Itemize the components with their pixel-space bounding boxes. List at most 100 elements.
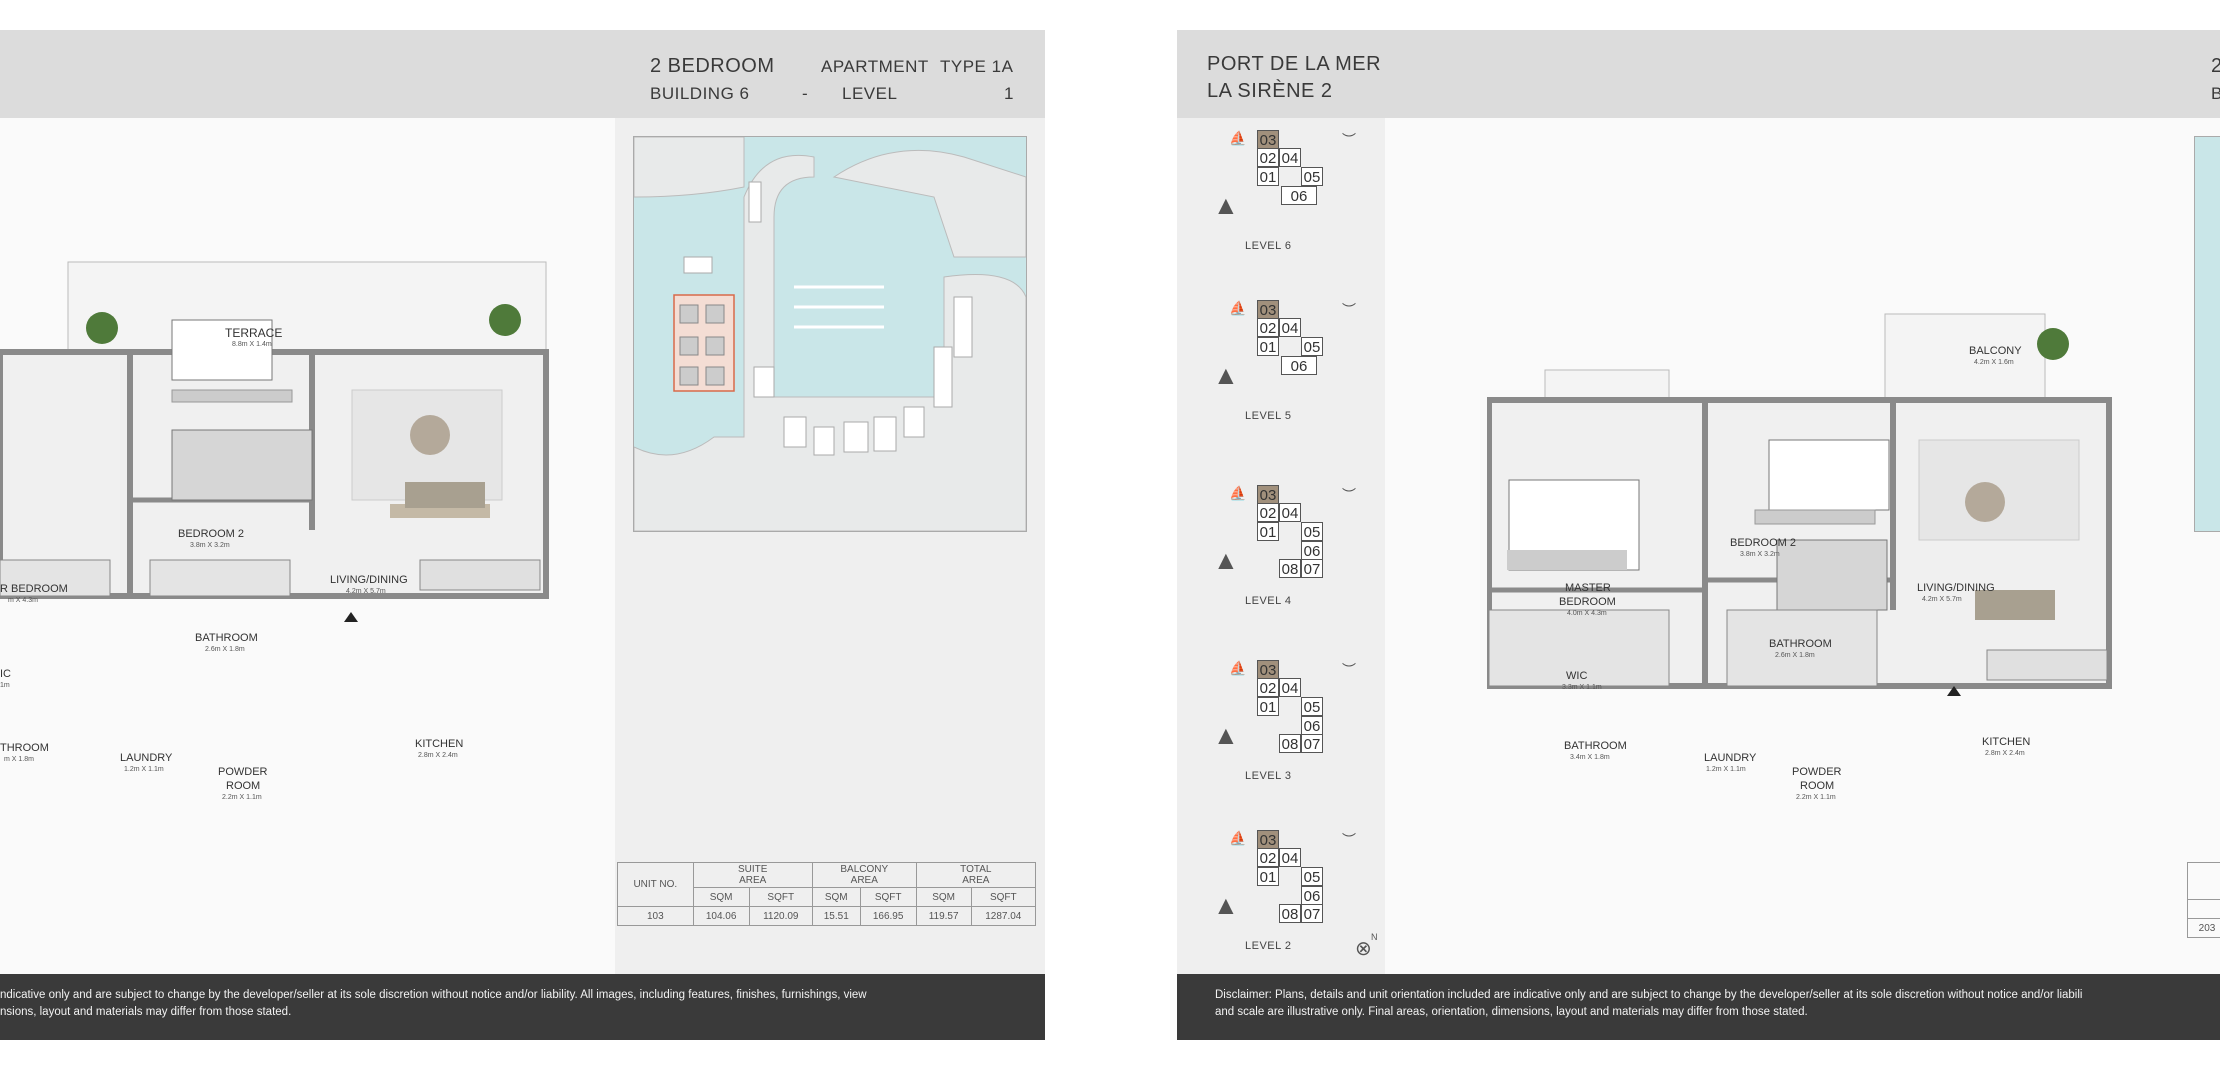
bathroom-dimensions: 2.6m X 1.8m — [205, 646, 245, 653]
sqm-header: SQM — [915, 887, 972, 907]
bedroom2-label: BEDROOM 2 — [178, 528, 245, 540]
keyplan-unit-cell: 01 — [1257, 867, 1279, 886]
keyplan-unit-cell: 06 — [1301, 541, 1323, 560]
master-bedroom-label: R BEDROOM — [0, 583, 68, 595]
floor-plan-unit-103 — [0, 261, 549, 622]
keyplan-unit-cell: 05 — [1301, 697, 1323, 716]
balcony-label: BALCONY — [1969, 345, 2022, 357]
keyplan-unit-cell: 02 — [1257, 678, 1279, 697]
master-bedroom-dimensions: m X 4.3m — [8, 597, 38, 604]
keyplan-unit-cell: 01 — [1257, 167, 1279, 186]
keyplan-unit-cell: 04 — [1279, 318, 1301, 337]
living-dining-dimensions: 4.2m X 5.7m — [346, 588, 386, 595]
wic-dimensions: 3.3m X 1.1m — [1562, 684, 1602, 691]
powder-room-label: POWDER — [218, 766, 268, 778]
living-dining-label: LIVING/DINING — [330, 574, 408, 586]
keyplan-unit-cell: 08 — [1279, 559, 1301, 578]
keyplan-unit-cell: 05 — [1301, 337, 1323, 356]
sailboat-icon: ⛵ — [1229, 300, 1247, 316]
disclaimer-line-2: and scale are illustrative only. Final a… — [1215, 1006, 1808, 1018]
keyplan-unit-cell: 01 — [1257, 522, 1279, 541]
sailboat-icon: ⛵ — [1229, 485, 1247, 501]
header-dash: - — [802, 84, 809, 103]
keyplan-unit-cell: 08 — [1279, 904, 1301, 923]
compass-icon: ⊗ — [1355, 938, 1372, 960]
keyplan-unit-cell: 06 — [1281, 356, 1317, 375]
level-label: LEVEL 3 — [1245, 770, 1292, 782]
bathroom-label: BATHROOM — [1769, 638, 1832, 650]
seagull-icon: ︶ — [1342, 302, 1356, 318]
location-map-drawing — [634, 137, 1026, 531]
keyplan-unit-cell: 01 — [1257, 337, 1279, 356]
tower-icon: ▲ — [1213, 545, 1239, 575]
keyplan-unit-cell: 01 — [1257, 697, 1279, 716]
level-label: LEVEL 4 — [1245, 595, 1292, 607]
sqft-header: SQFT — [970, 887, 1037, 907]
living-dining-dimensions: 4.2m X 5.7m — [1922, 596, 1962, 603]
master-bedroom-label: MASTER — [1565, 582, 1611, 594]
bathroom2-dimensions: m X 1.8m — [4, 756, 34, 763]
table-row: 103 104.06 1120.09 15.51 166.95 119.57 1… — [617, 906, 1037, 926]
level-label: LEVEL — [842, 84, 898, 103]
powder-room-label-2: ROOM — [1800, 780, 1835, 792]
laundry-label: LAUNDRY — [120, 752, 173, 764]
kitchen-dimensions: 2.8m X 2.4m — [418, 752, 458, 759]
location-map — [633, 136, 1027, 532]
left-brochure-page: 2 BEDROOM APARTMENT TYPE 1A BUILDING 6 -… — [0, 30, 1045, 1040]
floor-plan-unit-203 — [1487, 313, 2112, 696]
disclaimer-line-1: Disclaimer: Plans, details and unit orie… — [1215, 989, 2083, 1001]
unit-area-table-partial: 203 — [2187, 862, 2220, 938]
terrace-dimensions: 8.8m X 1.4m — [232, 341, 272, 348]
sailboat-icon: ⛵ — [1229, 130, 1247, 146]
bedroom-title: 2 BEDROOM — [650, 55, 775, 77]
table-row: 203 — [2187, 918, 2220, 938]
master-bedroom-dimensions: 4.0m X 4.3m — [1567, 610, 1607, 617]
balcony-sqft-cell: 166.95 — [859, 906, 917, 926]
tower-icon: ▲ — [1213, 360, 1239, 390]
left-disclaimer-footer: ndicative only and are subject to change… — [0, 974, 1045, 1040]
bathroom2-dimensions: 3.4m X 1.8m — [1570, 754, 1610, 761]
wic-dimensions: 1m — [0, 682, 10, 689]
total-sqm-cell: 119.57 — [915, 906, 972, 926]
keyplan-unit-cell: 03 — [1257, 485, 1279, 504]
header-cut-text-2: B — [2211, 84, 2220, 103]
tower-icon: ▲ — [1213, 720, 1239, 750]
wic-label: WIC — [1566, 670, 1588, 682]
left-page-header: 2 BEDROOM APARTMENT TYPE 1A BUILDING 6 -… — [0, 30, 1045, 118]
header-cut-text-1: 2 — [2211, 55, 2220, 77]
keyplan-unit-cell: 06 — [1301, 716, 1323, 735]
suite-sqft-cell: 1120.09 — [748, 906, 813, 926]
powder-room-label-2: ROOM — [226, 780, 261, 792]
keyplan-unit-cell: 05 — [1301, 867, 1323, 886]
keyplan-unit-cell: 04 — [1279, 503, 1301, 522]
level-label: LEVEL 5 — [1245, 410, 1292, 422]
bathroom-dimensions: 2.6m X 1.8m — [1775, 652, 1815, 659]
sailboat-icon: ⛵ — [1229, 660, 1247, 676]
keyplan-unit-cell: 06 — [1301, 886, 1323, 905]
bedroom2-dimensions: 3.8m X 3.2m — [190, 542, 230, 549]
sqm-header: SQM — [811, 887, 861, 907]
right-disclaimer-footer: Disclaimer: Plans, details and unit orie… — [1177, 974, 2220, 1040]
seagull-icon: ︶ — [1342, 832, 1356, 848]
north-label: N — [1371, 932, 1378, 942]
sqm-header: SQM — [692, 887, 750, 907]
terrace-label: TERRACE — [225, 326, 283, 340]
project-title: PORT DE LA MER — [1207, 53, 1382, 75]
total-sqft-cell: 1287.04 — [970, 906, 1037, 926]
unit-header-cell: UNIT NO. — [617, 862, 694, 907]
unit-number-cell: 203 — [2187, 918, 2220, 938]
keyplan-unit-cell: 02 — [1257, 148, 1279, 167]
kitchen-dimensions: 2.8m X 2.4m — [1985, 750, 2025, 757]
bathroom-label: BATHROOM — [195, 632, 258, 644]
apartment-label: APARTMENT — [821, 57, 929, 76]
kitchen-label: KITCHEN — [415, 738, 464, 750]
unit-number-cell: 103 — [617, 906, 694, 926]
keyplan-unit-cell: 04 — [1279, 678, 1301, 697]
